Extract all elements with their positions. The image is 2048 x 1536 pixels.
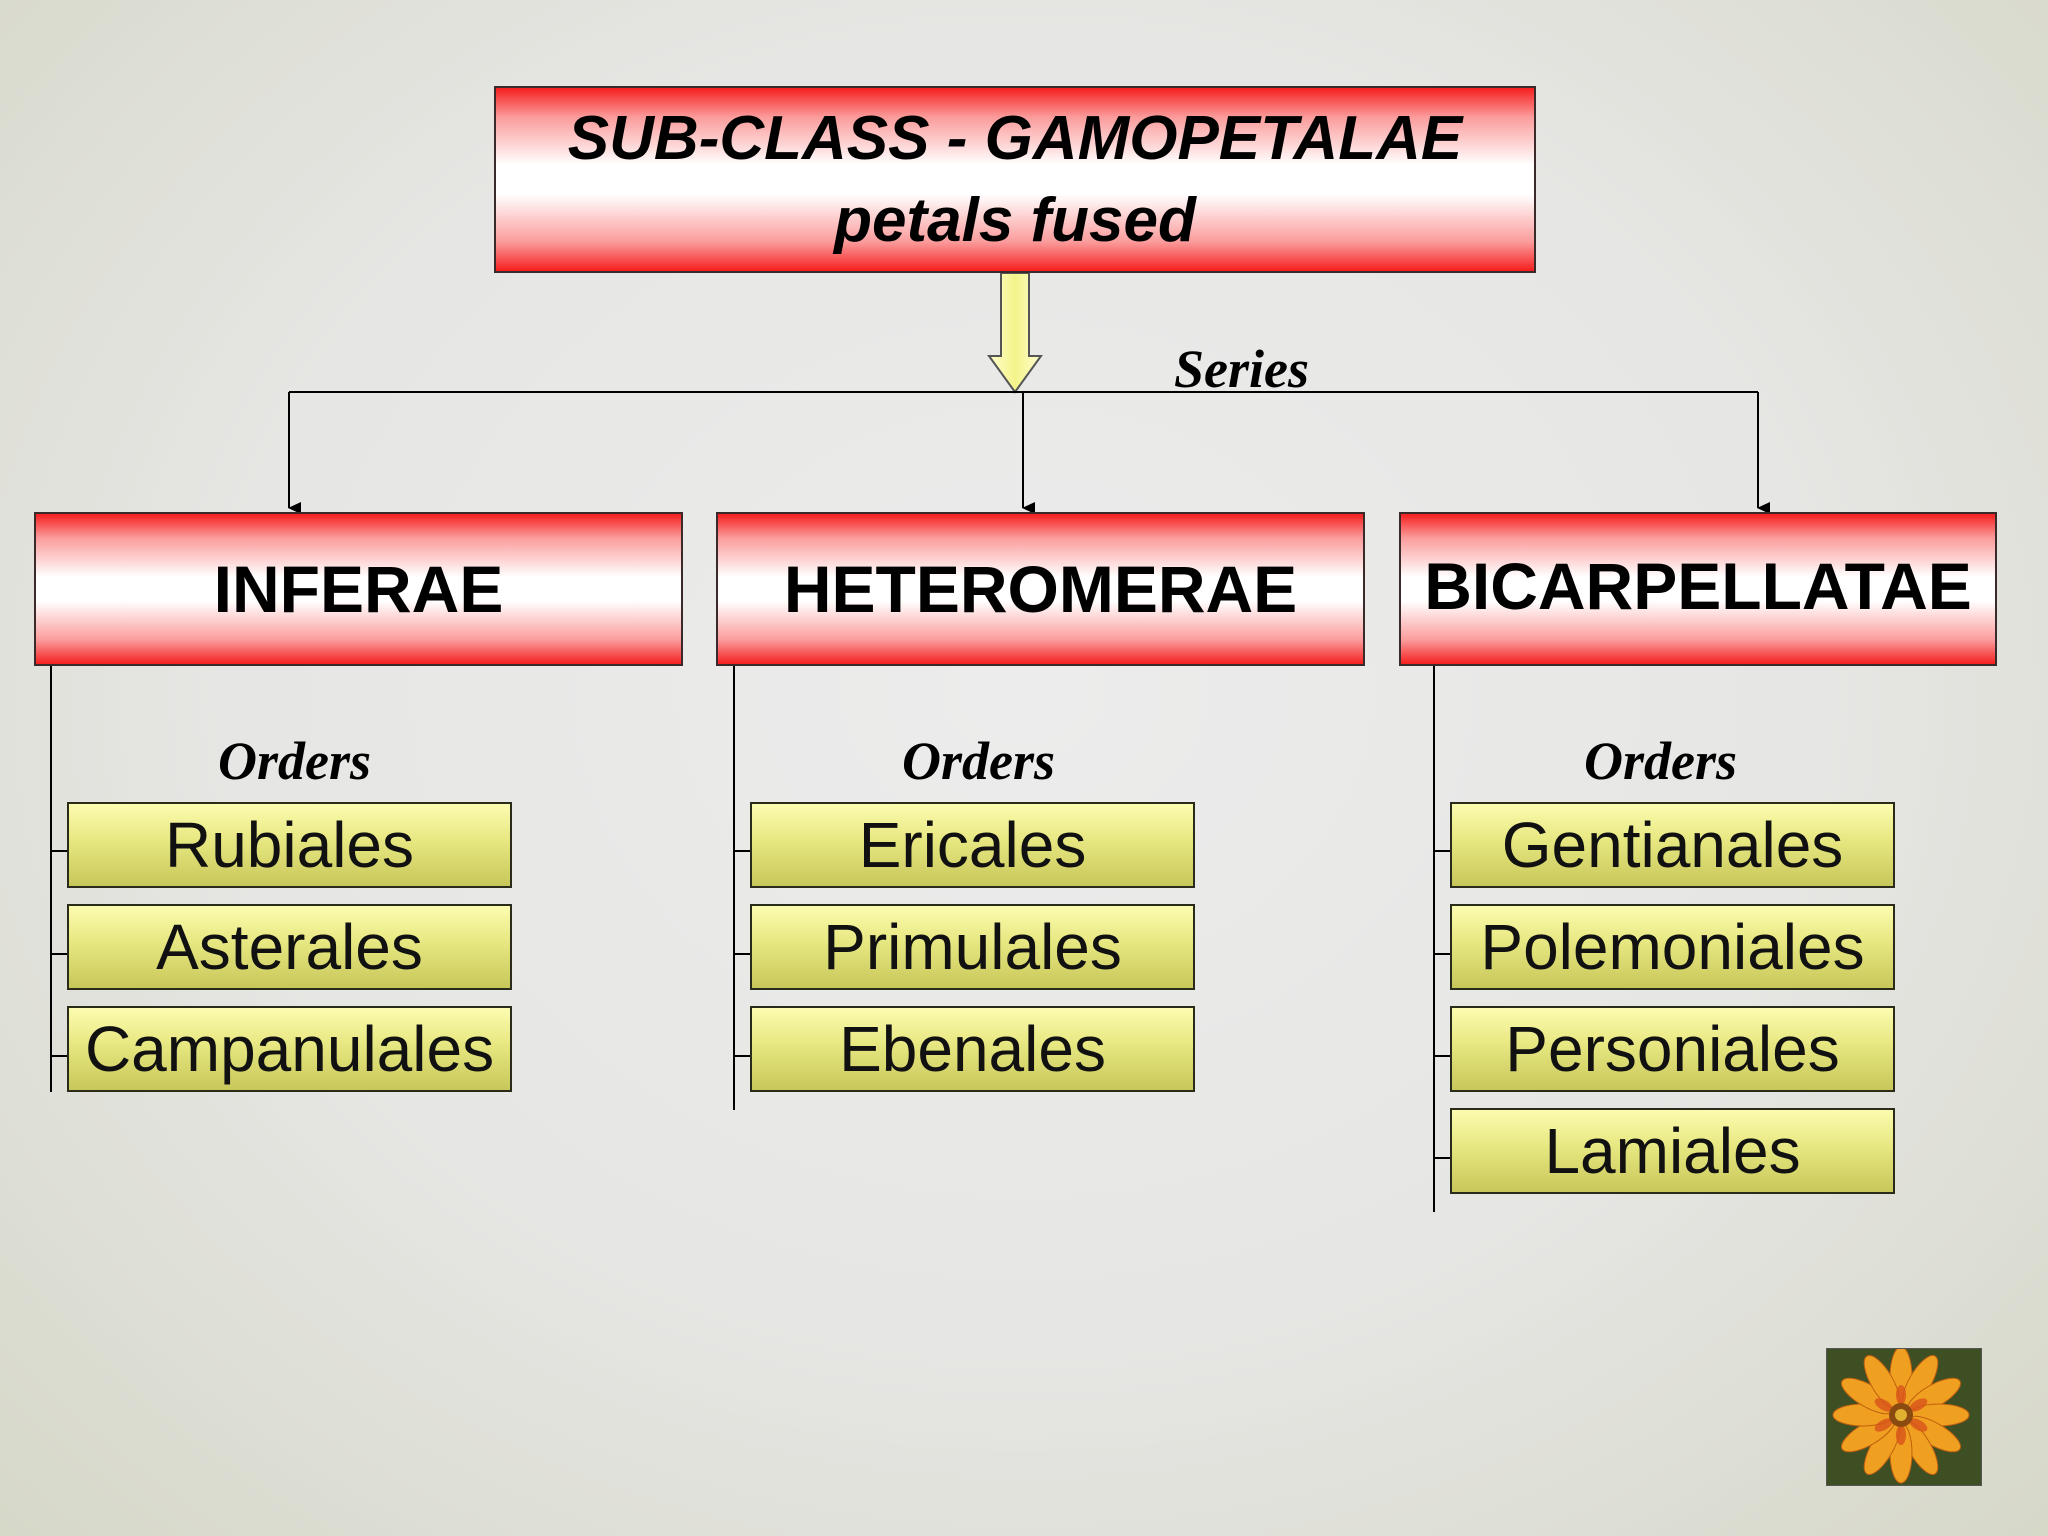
order-box: Polemoniales <box>1450 904 1895 990</box>
series-box-heteromerae: HETEROMERAE <box>716 512 1365 666</box>
down-arrow-icon <box>987 272 1043 394</box>
order-box: Ebenales <box>750 1006 1195 1092</box>
series-box-inferae: INFERAE <box>34 512 683 666</box>
order-box: Campanulales <box>67 1006 512 1092</box>
order-box: Asterales <box>67 904 512 990</box>
subclass-subtitle: petals fused <box>834 185 1196 255</box>
order-box: Primulales <box>750 904 1195 990</box>
subclass-title-box: SUB-CLASS - GAMOPETALAE petals fused <box>494 86 1536 273</box>
subclass-title: SUB-CLASS - GAMOPETALAE <box>567 103 1463 173</box>
orders-label-heteromerae: Orders <box>902 731 1056 791</box>
order-box: Rubiales <box>67 802 512 888</box>
order-box: Lamiales <box>1450 1108 1895 1194</box>
order-box: Personiales <box>1450 1006 1895 1092</box>
series-name: INFERAE <box>213 552 504 626</box>
series-name: BICARPELLATAE <box>1424 549 1972 623</box>
orders-bracket-bicarpellatae <box>1433 666 1451 1212</box>
orders-label-bicarpellatae: Orders <box>1584 731 1738 791</box>
orders-bracket-heteromerae <box>733 666 751 1110</box>
orders-label-inferae: Orders <box>218 731 372 791</box>
series-box-bicarpellatae: BICARPELLATAE <box>1399 512 1997 666</box>
order-box: Gentianales <box>1450 802 1895 888</box>
orders-bracket-inferae <box>50 666 68 1092</box>
order-box: Ericales <box>750 802 1195 888</box>
flower-image <box>1826 1348 1982 1486</box>
series-label: Series <box>1174 339 1309 399</box>
series-name: HETEROMERAE <box>783 552 1298 626</box>
